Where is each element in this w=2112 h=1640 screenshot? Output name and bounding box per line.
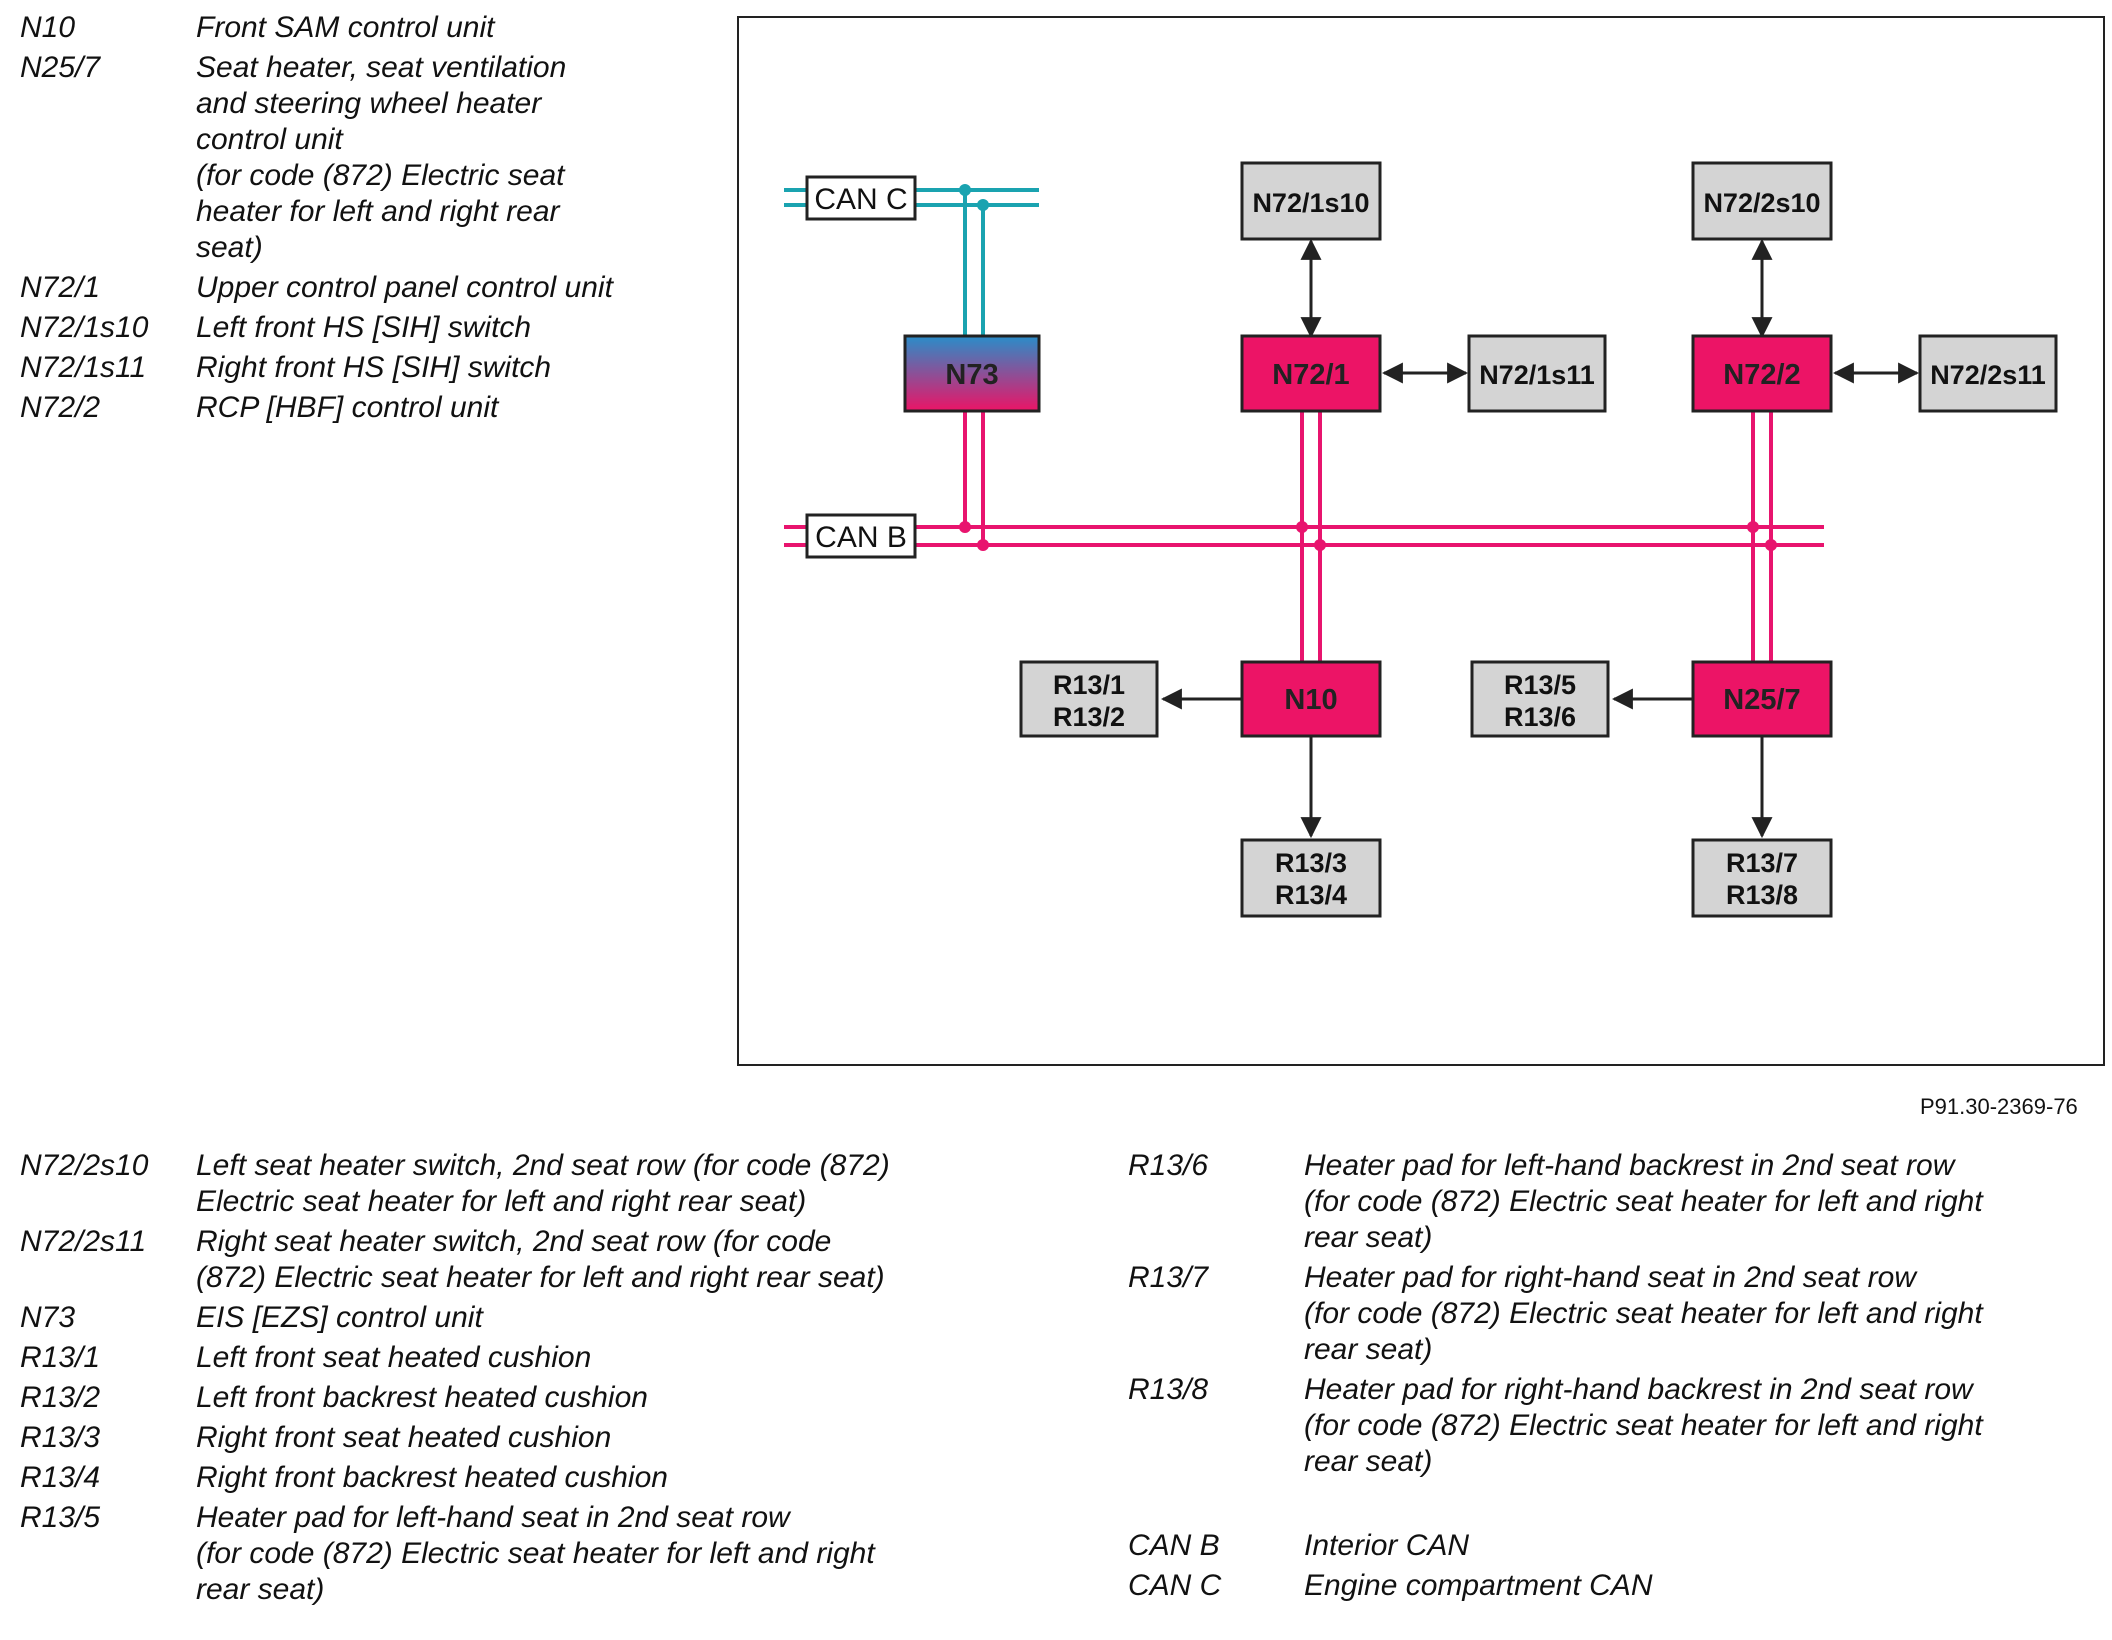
legend-code: CAN C [1128, 1569, 1222, 1602]
svg-text:R13/4: R13/4 [1275, 880, 1347, 910]
legend-description: EIS [EZS] control unit [196, 1301, 483, 1334]
legend-code: N72/1s11 [20, 351, 147, 384]
box-r13-1-2: R13/1 R13/2 [1019, 660, 1159, 738]
legend-description: Left front seat heated cushion [196, 1341, 592, 1374]
svg-text:R13/7: R13/7 [1726, 848, 1798, 878]
legend-description: Right front backrest heated cushion [196, 1461, 668, 1494]
legend-description: Engine compartment CAN [1304, 1569, 1653, 1602]
legend-code: N72/2 [20, 391, 101, 424]
box-n72-1s11: N72/1s11 [1467, 334, 1607, 413]
svg-text:R13/6: R13/6 [1504, 702, 1576, 732]
can-b-bus [784, 411, 1824, 662]
svg-text:N72/2s11: N72/2s11 [1930, 360, 2046, 390]
can-c-label-box: CAN C [805, 175, 917, 221]
figure-reference: P91.30-2369-76 [1920, 1094, 2078, 1119]
legend-code: R13/3 [20, 1421, 101, 1454]
legend-code: R13/1 [20, 1341, 101, 1374]
legend-code: N72/2s11 [20, 1225, 147, 1258]
box-n25-7: N25/7 [1691, 660, 1833, 738]
legend-description: seat) [196, 231, 263, 264]
legend-description: Electric seat heater for left and right … [196, 1185, 807, 1218]
can-c-label: CAN C [814, 183, 907, 216]
legend-description: Heater pad for left-hand backrest in 2nd… [1304, 1149, 1955, 1182]
box-r13-7-8: R13/7 R13/8 [1691, 838, 1833, 918]
box-n10: N10 [1240, 660, 1382, 738]
svg-text:R13/5: R13/5 [1504, 670, 1576, 700]
box-n73: N73 [903, 334, 1041, 413]
wiring-diagram: CAN C CAN B N73 N72/1 N72/2 N10 N25/7 [737, 16, 2105, 1066]
legend-description: Right front seat heated cushion [196, 1421, 612, 1454]
legend-description: Heater pad for left-hand seat in 2nd sea… [196, 1501, 790, 1534]
legend-code: N10 [20, 11, 76, 44]
legend-description: control unit [196, 123, 343, 156]
legend-description: Left front HS [SIH] switch [196, 311, 532, 344]
legend-code: R13/7 [1128, 1261, 1209, 1294]
svg-text:R13/3: R13/3 [1275, 848, 1347, 878]
svg-text:N72/2: N72/2 [1723, 359, 1800, 391]
legend-code: R13/2 [20, 1381, 101, 1414]
legend-code: R13/4 [20, 1461, 101, 1494]
svg-text:R13/2: R13/2 [1053, 702, 1125, 732]
connection-arrows [1160, 238, 1920, 839]
legend-description: (for code (872) Electric seat heater for… [196, 1537, 875, 1570]
legend-code: CAN B [1128, 1529, 1220, 1562]
svg-text:R13/8: R13/8 [1726, 880, 1798, 910]
svg-text:N72/1s11: N72/1s11 [1479, 360, 1595, 390]
legend-description: and steering wheel heater [196, 87, 542, 120]
legend-description: Heater pad for right-hand seat in 2nd se… [1304, 1261, 1917, 1294]
legend-description: Left front backrest heated cushion [196, 1381, 648, 1414]
legend-description: Upper control panel control unit [196, 271, 613, 304]
legend-description: (for code (872) Electric seat [196, 159, 565, 192]
box-n72-2: N72/2 [1691, 334, 1833, 413]
legend-description: Right seat heater switch, 2nd seat row (… [196, 1225, 832, 1258]
diagram-frame [737, 16, 2105, 1066]
svg-text:R13/1: R13/1 [1053, 670, 1125, 700]
legend-description: rear seat) [1304, 1221, 1433, 1254]
can-b-label-box: CAN B [805, 513, 917, 559]
legend-description: heater for left and right rear [196, 195, 560, 228]
legend-description: Right front HS [SIH] switch [196, 351, 552, 384]
box-n72-1: N72/1 [1240, 334, 1382, 413]
legend-description: Left seat heater switch, 2nd seat row (f… [196, 1149, 890, 1182]
svg-text:N72/2s10: N72/2s10 [1703, 188, 1820, 218]
svg-text:N72/1s10: N72/1s10 [1252, 188, 1369, 218]
legend-code: N72/2s10 [20, 1149, 149, 1182]
legend-code: R13/5 [20, 1501, 101, 1534]
legend-code: R13/8 [1128, 1373, 1209, 1406]
legend-description: (for code (872) Electric seat heater for… [1304, 1297, 1983, 1330]
box-n72-2s10: N72/2s10 [1691, 161, 1833, 241]
legend-description: Heater pad for right-hand backrest in 2n… [1304, 1373, 1973, 1406]
legend-code: R13/6 [1128, 1149, 1209, 1182]
legend-description: Interior CAN [1304, 1529, 1470, 1562]
box-r13-3-4: R13/3 R13/4 [1240, 838, 1382, 918]
legend-description: Seat heater, seat ventilation [196, 51, 567, 84]
legend-code: N25/7 [20, 51, 101, 84]
svg-text:N72/1: N72/1 [1272, 359, 1349, 391]
svg-text:N25/7: N25/7 [1723, 684, 1800, 716]
legend-code: N73 [20, 1301, 76, 1334]
legend-description: rear seat) [1304, 1333, 1433, 1366]
legend-description: rear seat) [196, 1573, 325, 1606]
box-n72-1s10: N72/1s10 [1240, 161, 1382, 241]
legend-description: Front SAM control unit [196, 11, 495, 44]
legend-code: N72/1s10 [20, 311, 149, 344]
legend-description: rear seat) [1304, 1445, 1433, 1478]
legend-description: (for code (872) Electric seat heater for… [1304, 1409, 1983, 1442]
box-n72-2s11: N72/2s11 [1918, 334, 2058, 413]
legend-code: N72/1 [20, 271, 101, 304]
box-r13-5-6: R13/5 R13/6 [1470, 660, 1610, 738]
can-b-label: CAN B [815, 521, 907, 554]
legend-description: RCP [HBF] control unit [196, 391, 499, 424]
svg-text:N73: N73 [945, 359, 998, 391]
svg-text:N10: N10 [1284, 684, 1337, 716]
legend-description: (for code (872) Electric seat heater for… [1304, 1185, 1983, 1218]
legend-description: (872) Electric seat heater for left and … [196, 1261, 885, 1294]
